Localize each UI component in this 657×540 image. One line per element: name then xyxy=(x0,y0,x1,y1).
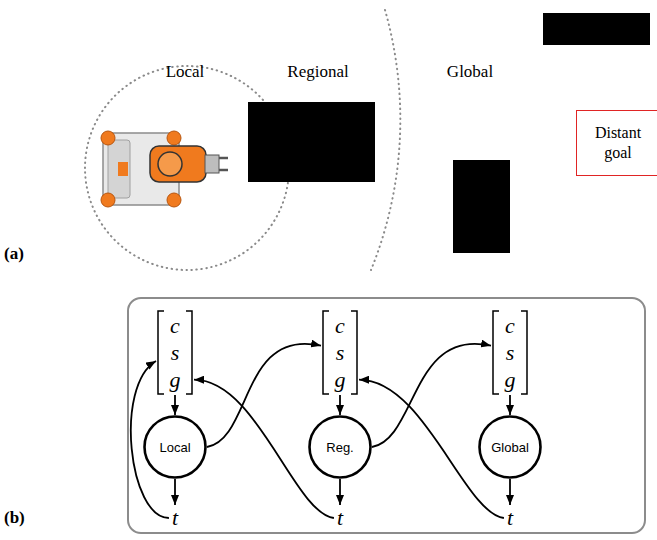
planner-node: Global xyxy=(478,415,542,479)
flow-arrow xyxy=(207,344,321,447)
flow-arrow xyxy=(372,344,491,447)
node-circle xyxy=(145,417,206,478)
gripper-finger xyxy=(219,157,228,160)
flow-arrow xyxy=(509,395,511,415)
panel-frame xyxy=(128,298,645,533)
obstacle xyxy=(453,160,510,253)
flow-arrow xyxy=(339,479,341,505)
regional-range-arc xyxy=(371,10,400,270)
state-vector: csg xyxy=(156,310,194,395)
goal-box: Distant goal xyxy=(576,110,657,176)
vector-entry: g xyxy=(170,366,181,393)
vector-entry: g xyxy=(335,366,346,393)
vector-entry: s xyxy=(171,339,180,366)
flow-arrow xyxy=(509,479,511,505)
obstacle xyxy=(543,13,650,45)
robot-panel xyxy=(108,140,130,198)
vector-entry: c xyxy=(335,312,345,339)
state-vector: csg xyxy=(491,310,529,395)
node-label: t xyxy=(172,505,178,531)
node-label: Distant goal xyxy=(587,123,649,163)
planner-node: Local xyxy=(143,415,207,479)
node-circle xyxy=(480,417,541,478)
node-label: t xyxy=(337,505,343,531)
robot-wheel xyxy=(167,131,181,145)
output-node: t xyxy=(334,505,346,531)
robot-gripper xyxy=(205,155,219,173)
output-node: t xyxy=(169,505,181,531)
output-node: t xyxy=(504,505,516,531)
panel-letter: (b) xyxy=(4,508,25,528)
state-vector: csg xyxy=(321,310,359,395)
node-label: Reg. xyxy=(326,440,353,455)
zone-label: Local xyxy=(166,62,205,82)
vector-entry: s xyxy=(336,339,345,366)
node-circle xyxy=(310,417,371,478)
robot-wheel xyxy=(101,131,115,145)
flow-arrow xyxy=(174,479,176,505)
panel-letter: (a) xyxy=(4,244,24,264)
robot-badge xyxy=(118,162,128,176)
node-label: t xyxy=(507,505,513,531)
vector-bracket xyxy=(158,311,192,394)
vector-entry: g xyxy=(505,366,516,393)
robot-arm xyxy=(150,146,206,182)
node-label: Global xyxy=(491,440,529,455)
vector-entry: s xyxy=(506,339,515,366)
robot-wheel xyxy=(167,193,181,207)
flow-arrow xyxy=(339,395,341,415)
vector-bracket xyxy=(493,311,527,394)
flow-arrow xyxy=(174,395,176,415)
vector-bracket xyxy=(323,311,357,394)
gripper-finger xyxy=(219,169,228,172)
robot-joint xyxy=(158,152,182,176)
robot-illustration xyxy=(101,131,228,207)
zone-label: Regional xyxy=(287,62,348,82)
planner-node: Reg. xyxy=(308,415,372,479)
node-label: Local xyxy=(159,440,190,455)
vector-entry: c xyxy=(170,312,180,339)
obstacle xyxy=(248,102,375,182)
robot-wheel xyxy=(101,193,115,207)
zone-label: Global xyxy=(447,62,493,82)
vector-entry: c xyxy=(505,312,515,339)
